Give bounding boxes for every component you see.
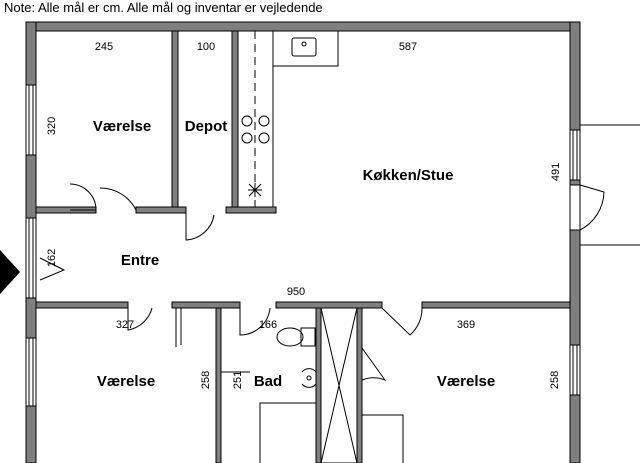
dim-vaerelse-bl-depth: 258 — [200, 371, 212, 389]
room-label-entre: Entre — [121, 252, 159, 269]
dim-total-width: 950 — [287, 286, 305, 298]
dim-entre-depth: 162 — [46, 249, 58, 267]
entrance-arrow-icon — [0, 250, 20, 294]
outer-walls — [25, 21, 581, 463]
room-label-kokken-stue: Køkken/Stue — [363, 167, 454, 184]
dim-depot-width: 100 — [197, 41, 215, 53]
dim-vaerelse-bl-width: 327 — [116, 319, 134, 331]
bathroom-fixtures — [259, 307, 358, 463]
doors — [39, 183, 423, 382]
room-labels: Værelse Depot Køkken/Stue Entre Værelse … — [93, 118, 495, 390]
dim-bad-depth: 251 — [232, 371, 244, 389]
note-text: Note: Alle mål er cm. Alle mål og invent… — [4, 0, 323, 15]
dim-vaerelse-br-width: 369 — [457, 319, 475, 331]
room-label-bad: Bad — [254, 373, 282, 390]
room-label-vaerelse-top: Værelse — [93, 118, 151, 135]
dimension-labels: 245 100 587 950 327 166 369 320 491 162 … — [46, 41, 562, 389]
kitchen-fixtures — [237, 30, 339, 208]
room-label-vaerelse-bottom-right: Værelse — [437, 373, 495, 390]
dim-kokken-depth: 491 — [550, 163, 562, 181]
windows — [25, 84, 581, 407]
dim-vaerelse-top-depth: 320 — [46, 117, 58, 135]
dim-vaerelse-top-width: 245 — [95, 41, 113, 53]
terrace-door — [569, 124, 640, 246]
room-label-vaerelse-bottom-left: Værelse — [97, 373, 155, 390]
room-label-depot: Depot — [185, 118, 228, 135]
dim-bad-width: 166 — [259, 319, 277, 331]
wardrobes — [175, 307, 404, 463]
dim-kokken-width: 587 — [399, 41, 417, 53]
interior-walls — [35, 30, 571, 463]
dim-vaerelse-br-depth: 258 — [549, 371, 561, 389]
